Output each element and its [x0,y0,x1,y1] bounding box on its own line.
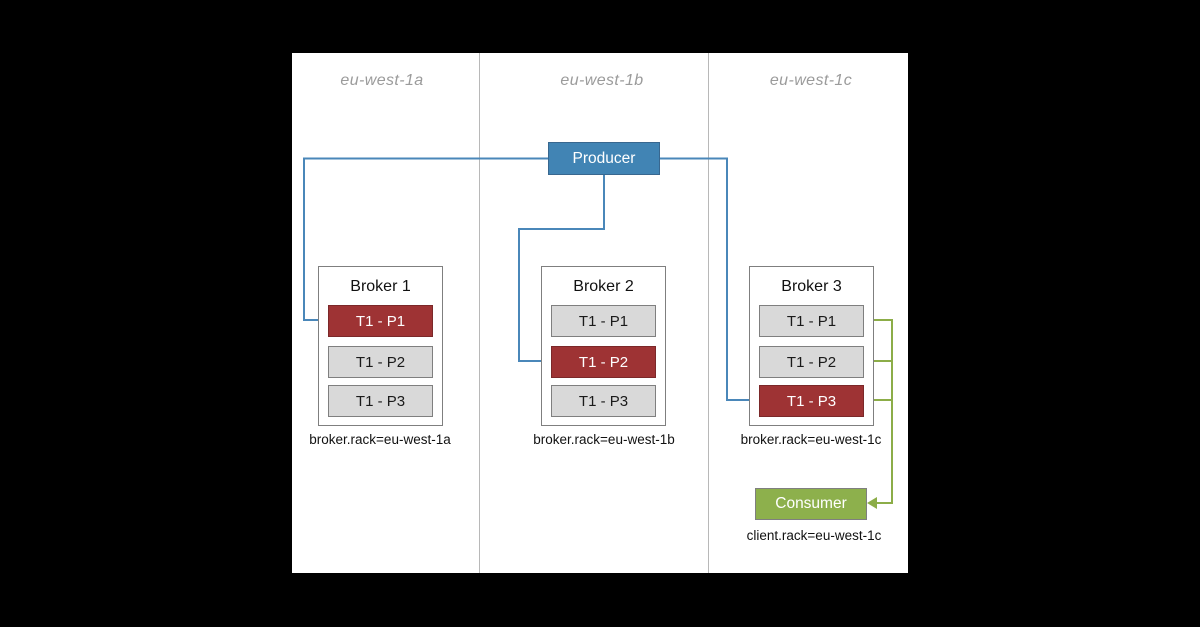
producer-node: Producer [548,142,660,175]
broker2-partition-t1-p1: T1 - P1 [551,305,656,337]
broker-1-title: Broker 1 [350,278,411,295]
consumer-rack-label: client.rack=eu-west-1c [746,528,882,543]
zone-label-eu-west-1a: eu-west-1a [340,72,424,89]
zone-divider-2 [708,53,709,573]
broker2-partition-t1-p2: T1 - P2 [551,346,656,378]
broker2-partition-t1-p3: T1 - P3 [551,385,656,417]
broker-2-rack-label: broker.rack=eu-west-1b [533,432,675,447]
broker-1-rack-label: broker.rack=eu-west-1a [309,432,451,447]
diagram-panel: eu-west-1a eu-west-1b eu-west-1c Produce… [292,53,908,573]
broker3-partition-t1-p2: T1 - P2 [759,346,864,378]
producer-label: Producer [572,149,636,167]
zone-divider-1 [479,53,480,573]
broker3-partition-t1-p1: T1 - P1 [759,305,864,337]
broker-1-box: Broker 1 T1 - P1 T1 - P2 T1 - P3 [318,266,443,426]
broker-3-box: Broker 3 T1 - P1 T1 - P2 T1 - P3 [749,266,874,426]
broker3-partition-t1-p3: T1 - P3 [759,385,864,417]
broker1-partition-t1-p2: T1 - P2 [328,346,433,378]
broker-3-rack-label: broker.rack=eu-west-1c [740,432,882,447]
producer-to-broker3-p3-arrow [660,157,759,406]
consumer-node: Consumer [755,488,867,520]
zone-label-eu-west-1b: eu-west-1b [560,72,644,89]
consumer-label: Consumer [775,495,847,512]
broker1-partition-t1-p3: T1 - P3 [328,385,433,417]
broker1-partition-t1-p1: T1 - P1 [328,305,433,337]
broker-3-title: Broker 3 [781,278,842,295]
broker-2-box: Broker 2 T1 - P1 T1 - P2 T1 - P3 [541,266,666,426]
broker-2-title: Broker 2 [573,278,634,295]
zone-label-eu-west-1c: eu-west-1c [769,72,853,89]
